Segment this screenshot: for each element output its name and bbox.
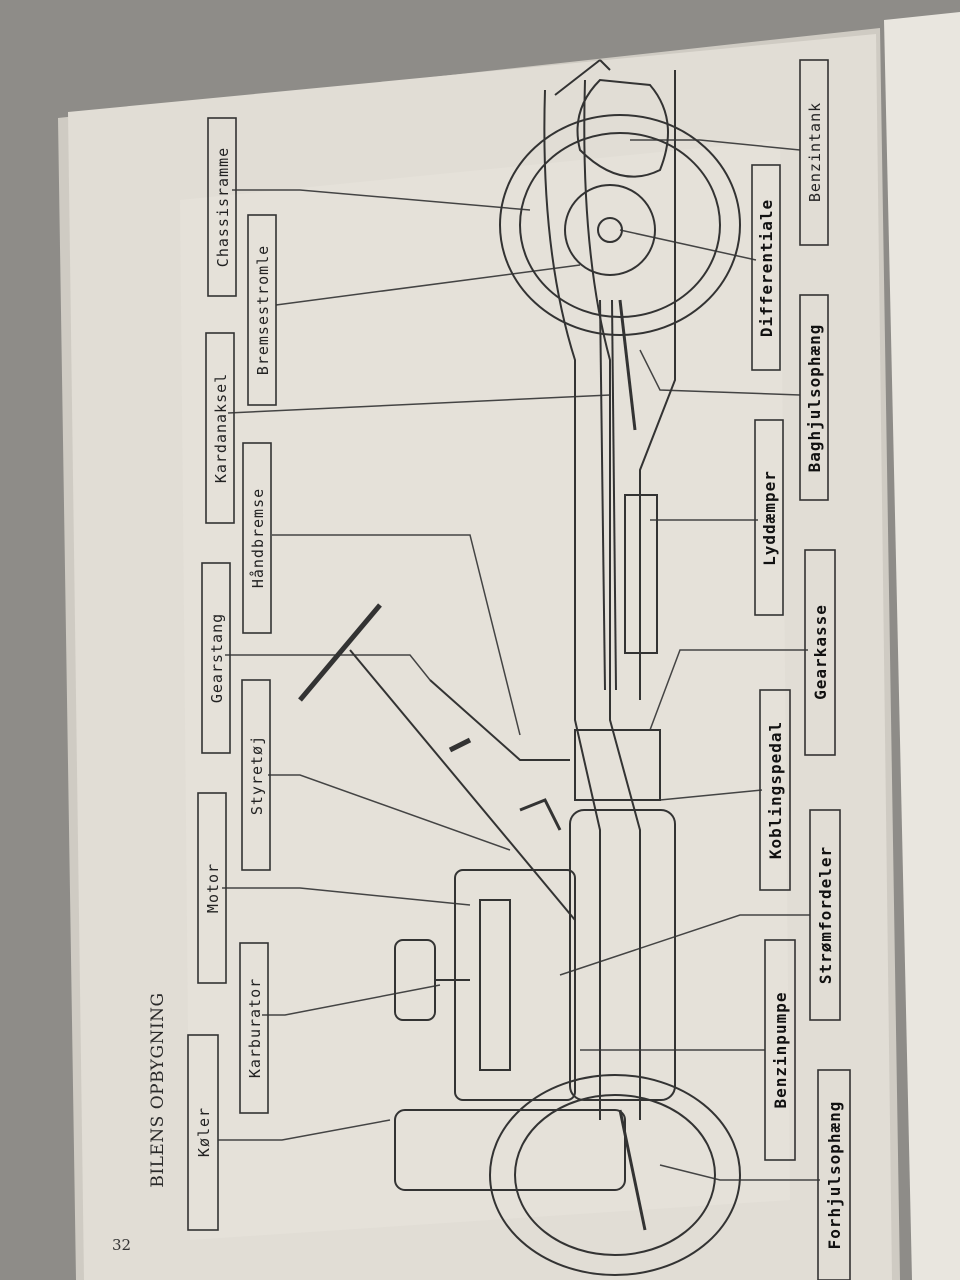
- label-baghjulsophaeng: Baghjulsophæng: [805, 324, 824, 473]
- label-gearkasse: Gearkasse: [811, 604, 830, 700]
- radiator: [394, 1109, 626, 1191]
- fuel-filler: [554, 59, 611, 96]
- leader-forhjulsophaeng: [659, 1164, 820, 1181]
- leader-stromfordeler: [559, 914, 810, 976]
- leader-chassisramme: [232, 189, 531, 211]
- front-leaf-spring: [618, 1109, 647, 1231]
- differential-housing: [564, 184, 656, 276]
- rear-leaf-spring: [618, 299, 637, 431]
- exhaust-pipe: [639, 70, 676, 700]
- box-gearstang: [201, 562, 231, 754]
- label-motor: Motor: [204, 863, 222, 913]
- page-sheen: [180, 140, 790, 1240]
- leader-styretoj: [268, 774, 511, 851]
- right-facing-page: [884, 12, 960, 1280]
- leader-baghjulsophaeng: [639, 349, 801, 396]
- box-bremsestromle: [247, 214, 277, 406]
- box-stromfordeler: [809, 809, 841, 1021]
- leader-gearstang: [225, 654, 431, 681]
- leader-bremsestromle: [275, 264, 581, 306]
- box-motor: [197, 792, 227, 984]
- leader-differentiale: [619, 229, 757, 261]
- box-styretoj: [241, 679, 271, 871]
- label-handbremse: Håndbremse: [249, 488, 267, 588]
- label-boxes: [187, 59, 851, 1280]
- leader-motor: [222, 887, 471, 906]
- box-benzinpumpe: [764, 939, 796, 1161]
- box-benzintank: [799, 59, 829, 246]
- label-karburator: Karburator: [246, 978, 264, 1078]
- steering-column: [349, 649, 576, 921]
- diagram-group: [218, 59, 820, 1276]
- steering-wheel: [298, 603, 382, 702]
- leader-handbremse: [272, 534, 521, 736]
- box-forhjulsophaeng: [817, 1069, 851, 1280]
- label-gearstang: Gearstang: [208, 613, 226, 703]
- front-wheel: [489, 1074, 741, 1276]
- label-koler: Køler: [195, 1107, 213, 1157]
- leader-koler: [218, 1119, 391, 1141]
- page-number: 32: [112, 1236, 131, 1254]
- leader-benzintank: [630, 139, 801, 151]
- box-gearkasse: [804, 549, 836, 756]
- leader-karburator: [262, 984, 441, 1016]
- propeller-shaft: [599, 299, 606, 691]
- label-koblingspedal: Koblingspedal: [766, 721, 785, 859]
- engine-block: [569, 809, 676, 1101]
- engine-head: [454, 869, 576, 1101]
- box-chassisramme: [207, 117, 237, 297]
- label-benzinpumpe: Benzinpumpe: [771, 992, 790, 1109]
- leader-lines: [218, 139, 820, 1181]
- label-bremsestromle: Bremsestromle: [254, 245, 272, 375]
- label-chassisramme: Chassisramme: [214, 147, 232, 267]
- handbrake-lever: [448, 737, 472, 753]
- label-texts: Køler Karburator Motor Styretøj Gearstan…: [195, 102, 844, 1250]
- front-wheel-inner: [514, 1094, 716, 1256]
- box-baghjulsophaeng: [799, 294, 829, 501]
- rear-wheel-inner: [519, 132, 721, 318]
- label-benzintank: Benzintank: [806, 102, 824, 202]
- label-lyddaemper: Lyddæmper: [760, 470, 779, 566]
- gear-lever: [429, 679, 570, 761]
- leader-kardanaksel: [227, 394, 611, 414]
- box-lyddaemper: [754, 419, 784, 616]
- leader-koblingspedal: [659, 789, 763, 801]
- label-stromfordeler: Strømfordeler: [816, 846, 835, 984]
- label-forhjulsophaeng: Forhjulsophæng: [825, 1101, 844, 1250]
- fuel-tank: [576, 78, 669, 178]
- chassis-rail-right: [583, 79, 641, 1120]
- chassis-rail-left: [543, 89, 601, 1120]
- box-koler: [187, 1034, 219, 1231]
- box-koblingspedal: [759, 689, 791, 891]
- differential-hub: [597, 217, 623, 243]
- page-title: BILENS OPBYGNING: [148, 992, 168, 1187]
- muffler: [624, 494, 658, 654]
- label-differentiale: Differentiale: [757, 199, 776, 337]
- rear-wheel: [499, 114, 741, 336]
- box-handbremse: [242, 442, 272, 634]
- box-karburator: [239, 942, 269, 1114]
- label-kardanaksel: Kardanaksel: [212, 373, 230, 483]
- gearbox: [574, 729, 661, 801]
- clutch-pedal: [519, 798, 562, 831]
- box-kardanaksel: [205, 332, 235, 524]
- label-styretoj: Styretøj: [248, 735, 266, 815]
- leader-gearkasse: [649, 649, 808, 731]
- box-differentiale: [751, 164, 781, 371]
